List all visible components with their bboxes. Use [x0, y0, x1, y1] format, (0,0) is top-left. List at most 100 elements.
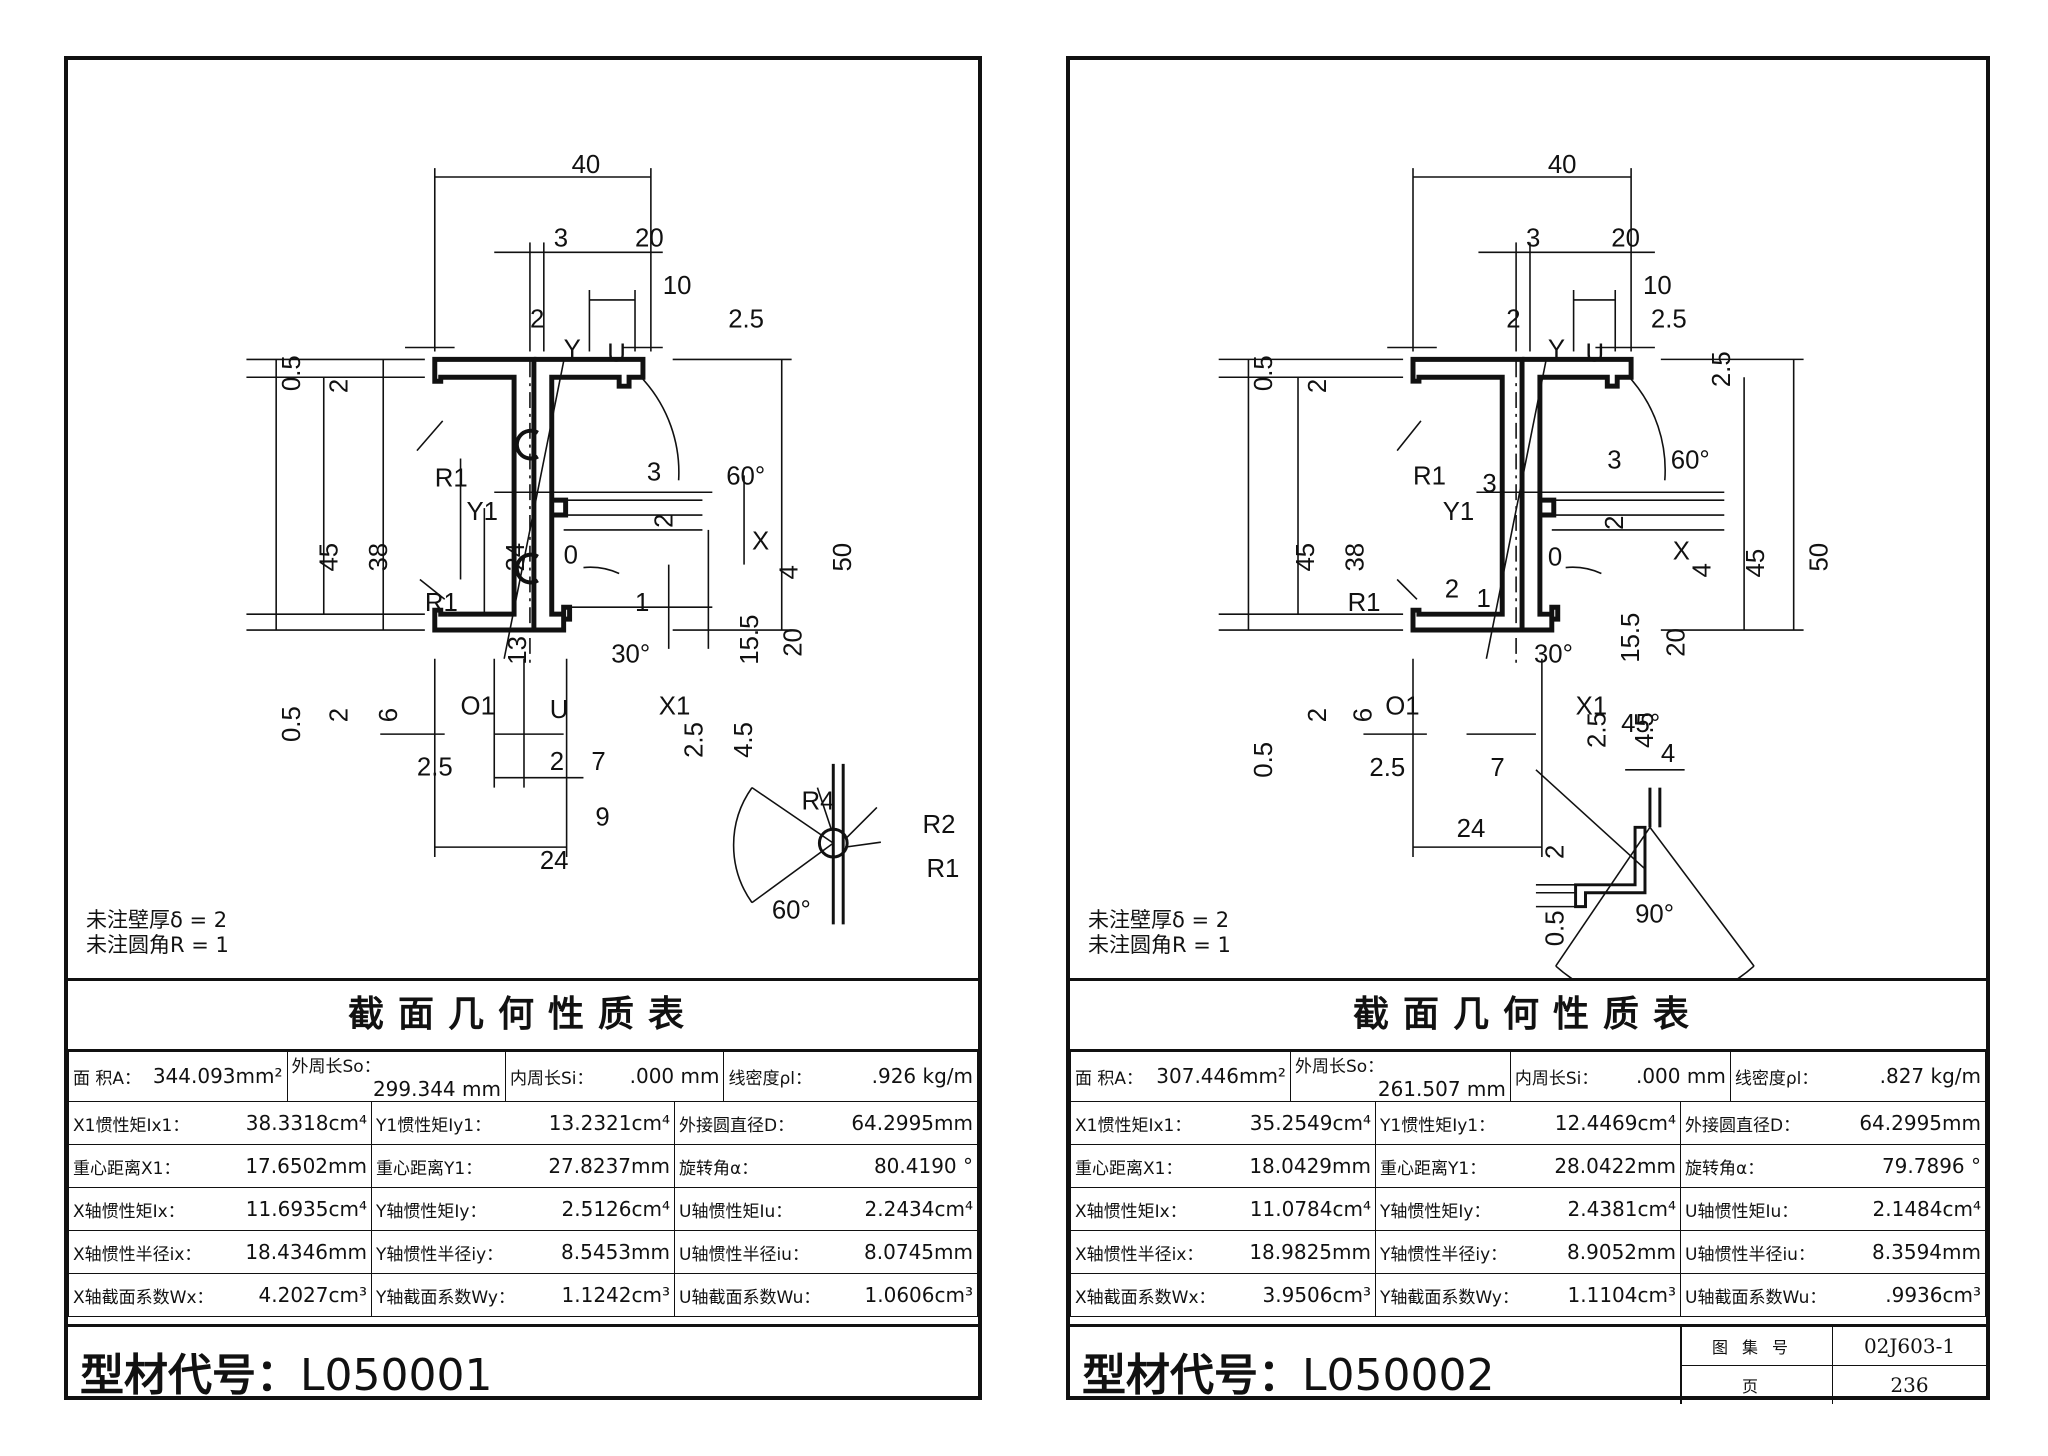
- dim-45: 45: [316, 543, 344, 572]
- cell-label: Y1惯性矩Iy1：: [376, 1115, 492, 1136]
- outer-perimeter-value: 261.507 mm: [1377, 1077, 1506, 1101]
- radius-r1-detail: R1: [926, 855, 959, 883]
- cell-label: Y轴惯性矩Iy：: [1380, 1201, 1491, 1222]
- cell-label: Y轴惯性半径iy：: [1380, 1244, 1508, 1265]
- cell-label: 外接圆直径D：: [1685, 1115, 1801, 1136]
- dim-2-top: 2: [1304, 379, 1332, 393]
- cell-value: 4.2027cm³: [258, 1282, 367, 1307]
- drawing-notes: 未注壁厚δ = 2 未注圆角R = 1: [86, 908, 229, 958]
- area-value: 344.093mm²: [152, 1064, 283, 1088]
- outer-perimeter-value: 299.344 mm: [372, 1077, 501, 1101]
- dim-2: 2: [1506, 306, 1520, 334]
- axis-x1-label: X1: [1576, 692, 1608, 720]
- linear-density-label: 线密度ρl：: [1734, 1069, 1819, 1089]
- angle-60: 60°: [1671, 446, 1710, 474]
- drawing-notes: 未注壁厚δ = 2 未注圆角R = 1: [1088, 908, 1231, 958]
- cell-label: X轴惯性矩Ix：: [73, 1201, 185, 1222]
- profile-code: 型材代号：L050001: [80, 1339, 492, 1403]
- dim-2-bottom: 2: [1304, 708, 1332, 722]
- angle-90: 90°: [1635, 900, 1674, 928]
- cell-value: 18.9825mm: [1249, 1239, 1371, 1264]
- radius-r1-bottom: R1: [1348, 589, 1381, 617]
- radius-r1-top: R1: [1413, 462, 1446, 490]
- cell-label: U轴惯性半径iu：: [679, 1244, 809, 1265]
- area-label: 面 积A：: [1075, 1069, 1144, 1089]
- linear-density-value: .827 kg/m: [1879, 1064, 1981, 1088]
- drawing-sheet-left: 40 3 20 10 2 2.5 0.5 2 Y U R1 Y1 60° 3 2…: [64, 56, 982, 1401]
- axis-u-label: U: [607, 339, 626, 367]
- dim-2-inner: 2: [1601, 516, 1629, 530]
- cell-label: 外接圆直径D：: [679, 1115, 795, 1136]
- dim-2-5-bottom: 2.5: [1369, 754, 1405, 782]
- dim-2-5-right: 2.5: [1708, 351, 1736, 387]
- cell-value: 79.7896 °: [1881, 1153, 1981, 1178]
- axis-u-label-bottom: U: [550, 696, 569, 724]
- table-row: X1惯性矩Ix1：35.2549cm⁴ Y1惯性矩Iy1：12.4469cm⁴ …: [1070, 1101, 1986, 1145]
- cell-value: 2.2434cm⁴: [864, 1196, 973, 1221]
- dim-7: 7: [1490, 754, 1504, 782]
- cell-value: 11.6935cm⁴: [245, 1196, 367, 1221]
- dim-40: 40: [572, 151, 601, 179]
- angle-30: 30°: [611, 641, 650, 669]
- cell-label: Y轴惯性半径iy：: [376, 1244, 504, 1265]
- inner-perimeter-label: 内周长Si：: [509, 1069, 594, 1089]
- cell-label: 旋转角α：: [679, 1158, 759, 1179]
- atlas-number-row: 图集号 02J603-1: [1682, 1327, 1986, 1366]
- cell-value: 11.0784cm⁴: [1249, 1196, 1371, 1221]
- angle-60-detail: 60°: [772, 896, 811, 924]
- table-row: X轴惯性半径ix：18.9825mm Y轴惯性半径iy：8.9052mm U轴惯…: [1070, 1230, 1986, 1274]
- cell-value: 2.4381cm⁴: [1567, 1196, 1676, 1221]
- dim-24: 24: [502, 543, 530, 572]
- dim-15-5: 15.5: [736, 615, 764, 665]
- note-fillet-radius: 未注圆角R = 1: [86, 933, 229, 957]
- linear-density-value: .926 kg/m: [871, 1064, 973, 1088]
- dim-2-inner-h: 2: [1445, 575, 1459, 603]
- dim-13: 13: [504, 636, 532, 665]
- dim-6: 6: [1349, 708, 1377, 722]
- section-drawing-right: 40 3 20 10 2 2.5 2.5 0.5 2 Y U R1 3 60° …: [1218, 151, 1833, 978]
- table-row: X轴惯性矩Ix：11.6935cm⁴ Y轴惯性矩Iy：2.5126cm⁴ U轴惯…: [68, 1187, 978, 1231]
- cell-value: 64.2995mm: [851, 1110, 973, 1135]
- dim-0-5-top: 0.5: [278, 355, 306, 391]
- dim-2-bottom-h: 2: [550, 748, 564, 776]
- dim-45-right: 45: [1742, 549, 1770, 578]
- cell-label: U轴惯性矩Iu：: [1685, 1201, 1799, 1222]
- dim-24-horizontal: 24: [540, 847, 569, 875]
- dim-1: 1: [1476, 585, 1490, 613]
- dim-50: 50: [829, 543, 857, 572]
- dim-2: 2: [530, 306, 544, 334]
- radius-r1-bottom: R1: [425, 589, 458, 617]
- axis-u-label: U: [1585, 339, 1604, 367]
- dim-4: 4: [1688, 563, 1716, 577]
- dim-40: 40: [1548, 151, 1577, 179]
- dim-2-5-bottom: 2.5: [417, 754, 453, 782]
- dim-2-5-top: 2.5: [728, 306, 764, 334]
- profile-code-value: L050002: [1302, 1350, 1495, 1401]
- angle-30: 30°: [1534, 641, 1573, 669]
- axis-y1-label: Y1: [1443, 498, 1475, 526]
- cell-label: U轴截面系数Wu：: [1685, 1287, 1827, 1308]
- axis-x-label: X: [752, 528, 769, 556]
- cell-value: 12.4469cm⁴: [1554, 1110, 1676, 1135]
- origin-0: 0: [1548, 544, 1562, 572]
- profile-code-value: L050001: [300, 1350, 493, 1401]
- cell-label: Y1惯性矩Iy1：: [1380, 1115, 1496, 1136]
- cell-value: 8.9052mm: [1567, 1239, 1676, 1264]
- cell-value: 2.5126cm⁴: [561, 1196, 670, 1221]
- cell-value: 1.0606cm³: [864, 1282, 973, 1307]
- profile-code-row: 型材代号：L050001: [68, 1324, 978, 1404]
- cell-label: 重心距离Y1：: [1380, 1158, 1487, 1179]
- dim-20-vertical: 20: [780, 628, 808, 657]
- properties-grid: 面 积A：344.093mm² 外周长So：299.344 mm 内周长Si：.…: [68, 1051, 978, 1317]
- outer-perimeter-label: 外周长So：: [291, 1057, 381, 1077]
- page-number-row: 页 236: [1682, 1365, 1986, 1404]
- dim-3: 3: [554, 224, 568, 252]
- linear-density-label: 线密度ρl：: [728, 1069, 812, 1089]
- cell-label: Y轴截面系数Wy：: [1380, 1287, 1519, 1308]
- profile-code-label: 型材代号：: [80, 1350, 300, 1401]
- table-row: 面 积A：307.446mm² 外周长So：261.507 mm 内周长Si：.…: [1070, 1051, 1986, 1102]
- table-row: X1惯性矩Ix1：38.3318cm⁴ Y1惯性矩Iy1：13.2321cm⁴ …: [68, 1101, 978, 1145]
- cell-label: 重心距离Y1：: [376, 1158, 483, 1179]
- table-row: 重心距离X1：17.6502mm 重心距离Y1：27.8237mm 旋转角α：8…: [68, 1144, 978, 1188]
- note-fillet-radius: 未注圆角R = 1: [1088, 933, 1231, 957]
